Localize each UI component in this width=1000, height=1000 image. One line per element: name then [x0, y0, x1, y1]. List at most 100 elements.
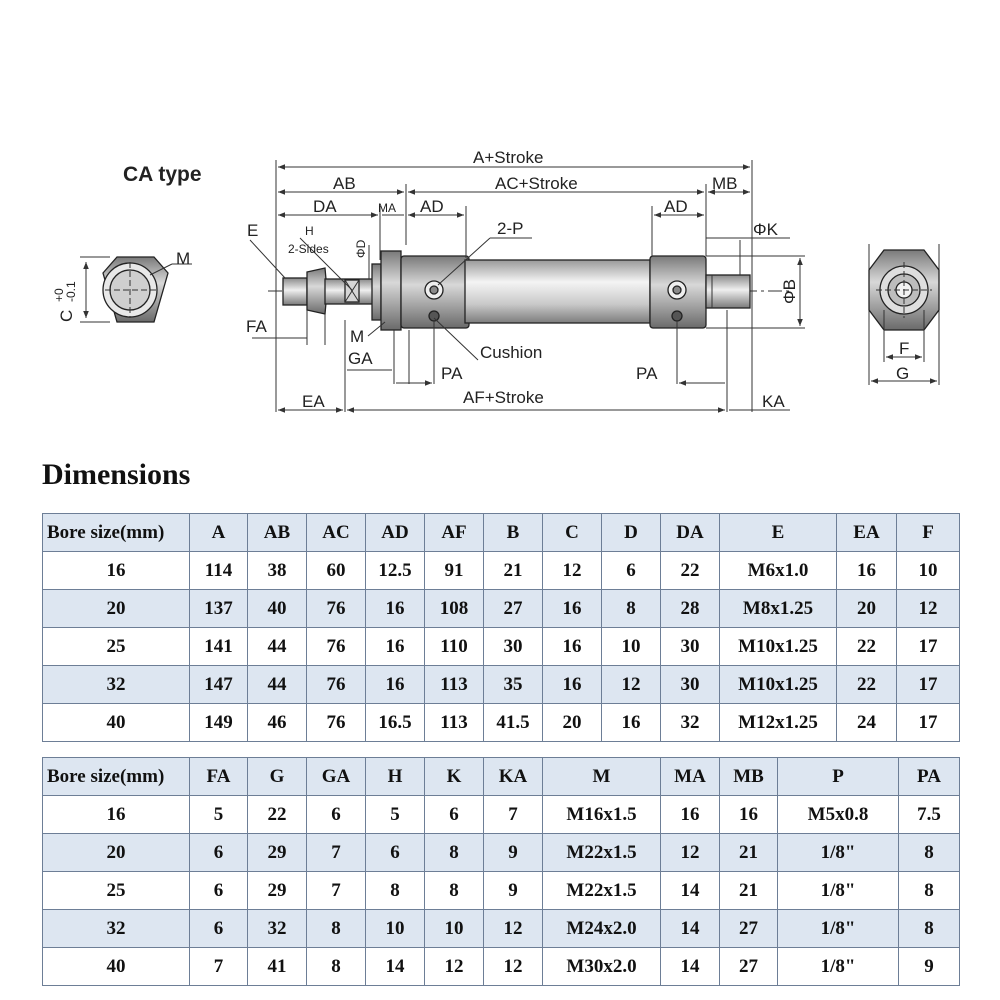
- cushion-label: Cushion: [480, 343, 542, 362]
- table-cell: 12: [660, 833, 720, 872]
- ca-type-label: CA type: [123, 163, 202, 186]
- header-ka: KA: [483, 757, 543, 796]
- table-cell: 7: [306, 833, 366, 872]
- bore-size-cell: 40: [42, 703, 190, 742]
- table-cell: 147: [189, 665, 248, 704]
- ea-label: EA: [302, 392, 325, 411]
- table-cell: M10x1.25: [719, 627, 837, 666]
- table-cell: 137: [189, 589, 248, 628]
- table-cell: 14: [365, 947, 425, 986]
- table-cell: 9: [483, 871, 543, 910]
- table-cell: 16: [660, 795, 720, 834]
- ad-label-right: AD: [664, 197, 688, 216]
- bore-size-cell: 32: [42, 665, 190, 704]
- e-label: E: [247, 221, 258, 240]
- ab-label: AB: [333, 174, 356, 193]
- table-cell: 8: [601, 589, 661, 628]
- two-p-label: 2-P: [497, 219, 523, 238]
- table-cell: 7: [306, 871, 366, 910]
- table-cell: 17: [896, 665, 960, 704]
- table-cell: 30: [660, 665, 720, 704]
- table-cell: 6: [189, 909, 248, 948]
- table-cell: 10: [601, 627, 661, 666]
- header-f: F: [896, 513, 960, 552]
- table-cell: 12: [601, 665, 661, 704]
- table-cell: M12x1.25: [719, 703, 837, 742]
- two-sides-label: 2-Sides: [288, 242, 329, 256]
- table-cell: 8: [365, 871, 425, 910]
- table-cell: 44: [247, 627, 307, 666]
- table-cell: 6: [424, 795, 484, 834]
- phi-k-label: ΦK: [753, 220, 779, 239]
- ka-label: KA: [762, 392, 785, 411]
- pa-label-left: PA: [441, 364, 463, 383]
- af-stroke-label: AF+Stroke: [463, 388, 544, 407]
- header-mb: MB: [719, 757, 778, 796]
- table-cell: 9: [483, 833, 543, 872]
- table-cell: 12: [542, 551, 602, 590]
- table-cell: 108: [424, 589, 484, 628]
- table-cell: 76: [306, 627, 366, 666]
- table-cell: 5: [365, 795, 425, 834]
- table-cell: 114: [189, 551, 248, 590]
- header-e: E: [719, 513, 837, 552]
- mb-label: MB: [712, 174, 738, 193]
- table-cell: 16: [542, 589, 602, 628]
- cylinder-technical-drawing: CA type M C +0 -0.1: [52, 148, 940, 413]
- table-cell: 44: [247, 665, 307, 704]
- table-cell: 27: [483, 589, 543, 628]
- bore-size-cell: 16: [42, 551, 190, 590]
- table-cell: 8: [898, 871, 960, 910]
- table-cell: 6: [306, 795, 366, 834]
- table-cell: 76: [306, 589, 366, 628]
- table-cell: 12: [424, 947, 484, 986]
- bore-size-cell: 20: [42, 589, 190, 628]
- table-cell: 9: [898, 947, 960, 986]
- table-cell: 1/8": [777, 833, 899, 872]
- right-end-view: [868, 244, 940, 385]
- header-c: C: [542, 513, 602, 552]
- table-cell: 8: [424, 833, 484, 872]
- table-cell: 110: [424, 627, 484, 666]
- table-cell: M6x1.0: [719, 551, 837, 590]
- table-cell: M22x1.5: [542, 833, 661, 872]
- f-label: F: [899, 339, 909, 358]
- table-cell: 21: [719, 833, 778, 872]
- header-a: A: [189, 513, 248, 552]
- table-cell: 76: [306, 665, 366, 704]
- table-cell: 113: [424, 703, 484, 742]
- table-cell: M10x1.25: [719, 665, 837, 704]
- table-cell: 16: [542, 627, 602, 666]
- phi-d-label: ΦD: [354, 239, 368, 258]
- table-cell: 12: [483, 947, 543, 986]
- table-cell: 10: [365, 909, 425, 948]
- table-cell: M22x1.5: [542, 871, 661, 910]
- h-label: H: [305, 224, 314, 238]
- table-cell: 16: [836, 551, 897, 590]
- bore-size-cell: 25: [42, 627, 190, 666]
- a-stroke-label: A+Stroke: [473, 148, 543, 167]
- table-cell: 16: [601, 703, 661, 742]
- table-cell: 21: [719, 871, 778, 910]
- table-cell: M30x2.0: [542, 947, 661, 986]
- header-af: AF: [424, 513, 484, 552]
- table-cell: 16.5: [365, 703, 425, 742]
- table-cell: 7.5: [898, 795, 960, 834]
- header-h: H: [365, 757, 425, 796]
- table-cell: 1/8": [777, 947, 899, 986]
- header-k: K: [424, 757, 484, 796]
- table-cell: 10: [896, 551, 960, 590]
- table-cell: 22: [660, 551, 720, 590]
- table-cell: 6: [189, 871, 248, 910]
- ad-label-left: AD: [420, 197, 444, 216]
- bore-size-cell: 16: [42, 795, 190, 834]
- ma-label: MA: [378, 201, 396, 215]
- header-da: DA: [660, 513, 720, 552]
- table-cell: 12: [483, 909, 543, 948]
- da-label: DA: [313, 197, 337, 216]
